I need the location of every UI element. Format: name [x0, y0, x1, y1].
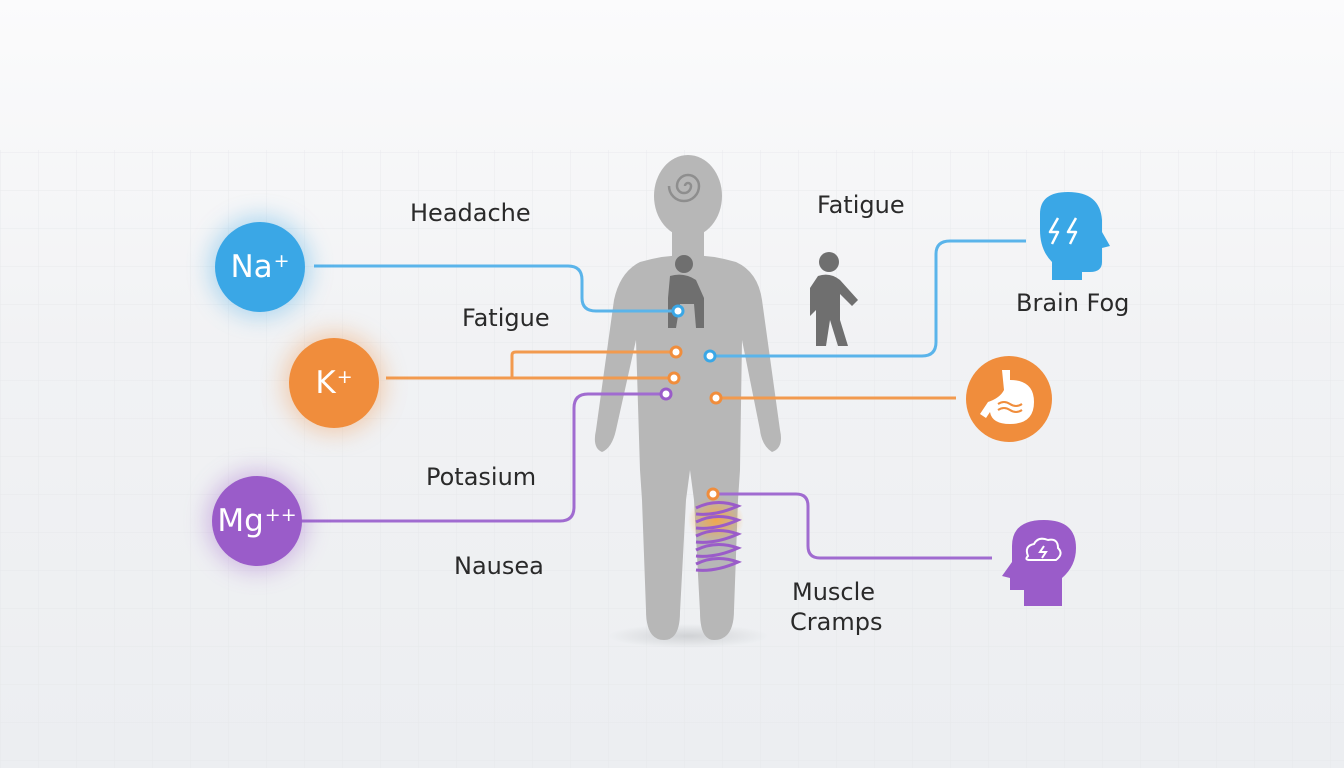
stomach-icon: [966, 356, 1052, 442]
potasium-label: Potasium: [426, 463, 537, 491]
mg-connector-line: [286, 392, 666, 523]
cramps-label: Cramps: [790, 608, 883, 636]
brain-fog-label: Brain Fog: [1016, 289, 1130, 317]
chest-dot-blue: [671, 304, 685, 318]
na-connector-line: [314, 264, 678, 313]
cramps-connector-line: [714, 492, 992, 560]
headache-spiral-icon: [667, 173, 701, 203]
head-cloud-icon: [1002, 520, 1076, 606]
magnesium-charge: ++: [264, 504, 297, 526]
muscle-cramp-coil: [695, 501, 742, 572]
head-lightning-icon: [1040, 192, 1110, 280]
potassium-ion-badge: K+: [289, 338, 379, 428]
magnesium-label: Mg: [217, 503, 264, 539]
potassium-charge: +: [336, 366, 353, 388]
fatigue-top-label: Fatigue: [817, 191, 905, 219]
headache-label: Headache: [410, 199, 531, 227]
chest-dot-blue-right: [703, 349, 717, 363]
nausea-label: Nausea: [454, 552, 544, 580]
brain-fog-connector-line: [710, 239, 1026, 358]
k-connector-line: [386, 350, 676, 380]
abdomen-dot-orange: [709, 391, 723, 405]
knee-dot: [706, 487, 720, 501]
sodium-charge: +: [273, 250, 290, 272]
potassium-label: K: [315, 365, 336, 401]
muscle-label: Muscle: [792, 578, 876, 606]
sodium-ion-badge: Na+: [215, 222, 305, 312]
person-walking-icon: [810, 252, 858, 346]
magnesium-ion-badge: Mg++: [212, 476, 302, 566]
chest-dot-purple: [659, 387, 673, 401]
chest-dot-orange-2: [667, 371, 681, 385]
chest-dot-orange-1: [669, 345, 683, 359]
sodium-label: Na: [230, 249, 273, 285]
fatigue-mid-label: Fatigue: [462, 304, 550, 332]
